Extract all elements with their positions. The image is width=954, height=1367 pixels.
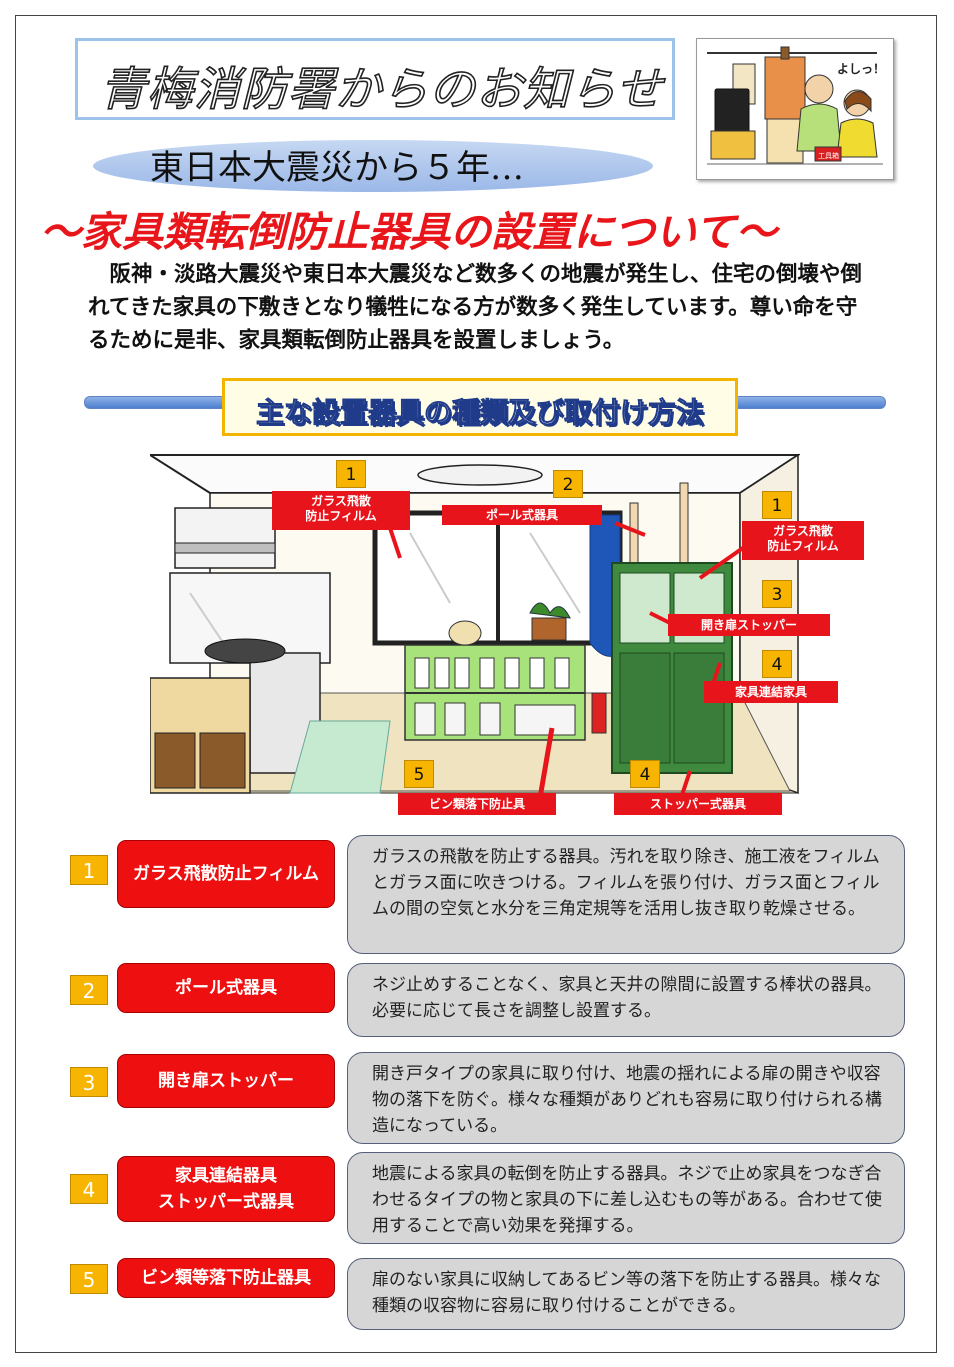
item-number: 5 — [70, 1264, 108, 1294]
callout-number: 4 — [630, 760, 660, 788]
callout-door-stopper: 開き扉ストッパー — [668, 614, 830, 636]
item-description: 開き戸タイプの家具に取り付け、地震の揺れによる扉の開きや収容物の落下を防ぐ。様々… — [347, 1052, 905, 1144]
item-label: ビン類等落下防止器具 — [117, 1258, 335, 1298]
toolbox-label: 工具箱 — [818, 151, 839, 160]
callout-number: 1 — [336, 460, 366, 488]
callout-glass-film: ガラス飛散 防止フィルム — [272, 491, 410, 530]
callout-bottle-stopper: ビン類落下防止具 — [398, 793, 556, 815]
item-number: 4 — [70, 1174, 108, 1204]
item-label: 家具連結器具 ストッパー式器具 — [117, 1156, 335, 1222]
item-description: 地震による家具の転倒を防止する器具。ネジで止め家具をつなぎ合わせるタイプの物と家… — [347, 1152, 905, 1244]
subtitle-ellipse — [93, 140, 653, 192]
callout-number: 5 — [404, 760, 434, 788]
section-title: 主な設置器具の種類及び取付け方法 — [255, 396, 704, 430]
item-label: ガラス飛散防止フィルム — [117, 840, 335, 908]
speech-text: よしっ！ — [837, 62, 885, 76]
headline: ～家具類転倒防止器具の設置について～ — [40, 208, 777, 256]
item-description: ガラスの飛散を防止する器具。汚れを取り除き、施工液をフィルムとガラス面に吹きつけ… — [347, 835, 905, 954]
corner-illustration: 工具箱 よしっ！ — [696, 38, 894, 180]
intro-text: 阪神・淡路大震災や東日本大震災など数多くの地震が発生し、住宅の倒壊や倒れてきた家… — [88, 262, 863, 353]
item-number: 3 — [70, 1067, 108, 1097]
room-illustration — [146, 453, 802, 813]
callout-furniture-link: 家具連結家具 — [704, 681, 838, 703]
callout-number: 2 — [553, 470, 583, 498]
callout-pole: ポール式器具 — [442, 505, 602, 525]
callout-number: 1 — [762, 491, 792, 519]
callout-stopper-type: ストッパー式器具 — [614, 793, 782, 815]
item-label: 開き扉ストッパー — [117, 1054, 335, 1108]
item-description: ネジ止めすることなく、家具と天井の隙間に設置する棒状の器具。必要に応じて長さを調… — [347, 963, 905, 1037]
item-number: 1 — [70, 855, 108, 885]
item-number: 2 — [70, 975, 108, 1005]
item-label: ポール式器具 — [117, 963, 335, 1013]
page-title: 青梅消防署からのお知らせ — [99, 61, 664, 117]
title-box: 青梅消防署からのお知らせ — [75, 38, 675, 120]
subtitle: 東日本大震災から５年… — [150, 148, 524, 188]
callout-number: 4 — [762, 650, 792, 678]
callout-number: 3 — [762, 580, 792, 608]
callout-glass-film-right: ガラス飛散 防止フィルム — [742, 521, 864, 560]
section-heading-box: 主な設置器具の種類及び取付け方法 — [222, 378, 738, 436]
item-description: 扉のない家具に収納してあるビン等の落下を防止する器具。様々な種類の収容物に容易に… — [347, 1258, 905, 1330]
page-border — [15, 15, 937, 1353]
